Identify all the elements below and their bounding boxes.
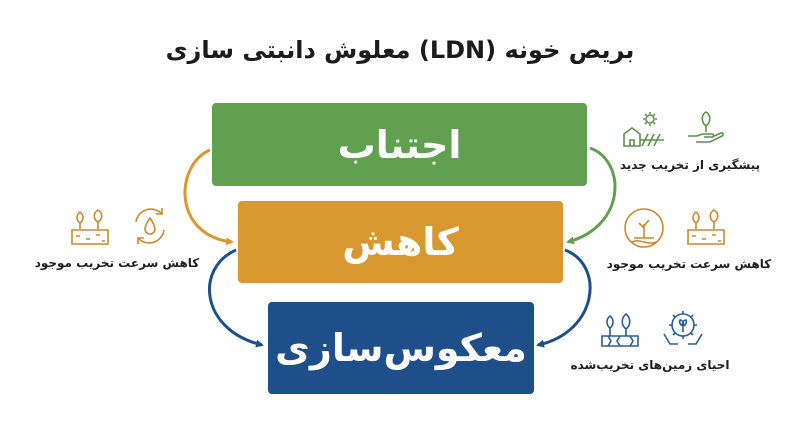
farm-sun-icon bbox=[623, 112, 664, 147]
avoid-box: اجتناب bbox=[212, 103, 587, 186]
hand-plant-icon bbox=[688, 111, 724, 143]
water-cycle-icon bbox=[135, 208, 165, 244]
soil-plants-icon-left bbox=[71, 209, 109, 245]
eroded-tree-icon bbox=[624, 208, 664, 248]
reverse-box: معکوس‌سازی bbox=[268, 302, 534, 394]
avoid-label: اجتناب bbox=[337, 122, 462, 167]
arrow-reduce-to-reverse-left bbox=[208, 248, 264, 348]
arrow-avoid-to-reduce-right bbox=[566, 146, 617, 245]
dry-land-trees-icon bbox=[601, 312, 639, 347]
left-middle-caption: کاهش سرعت تخریب موجود bbox=[34, 256, 200, 270]
arrow-avoid-to-reduce-left bbox=[183, 148, 234, 246]
diagram-title: بریص خونه (LDN) معلوش دانبتی سازی bbox=[165, 36, 635, 64]
reduce-box: کاهش bbox=[238, 201, 563, 283]
reverse-label: معکوس‌سازی bbox=[275, 326, 527, 370]
soil-plants-icon bbox=[687, 209, 725, 245]
right-top-caption: پیشگیری از تخریب جدید bbox=[619, 158, 761, 172]
right-bottom-caption: احیای زمین‌های تخریب‌شده bbox=[570, 358, 730, 372]
gear-hands-sprout-icon bbox=[663, 311, 703, 345]
right-middle-caption: کاهش سرعت تخریب موجود bbox=[606, 257, 772, 271]
arrow-reduce-to-reverse-right bbox=[536, 248, 592, 348]
reduce-label: کاهش bbox=[342, 220, 459, 264]
